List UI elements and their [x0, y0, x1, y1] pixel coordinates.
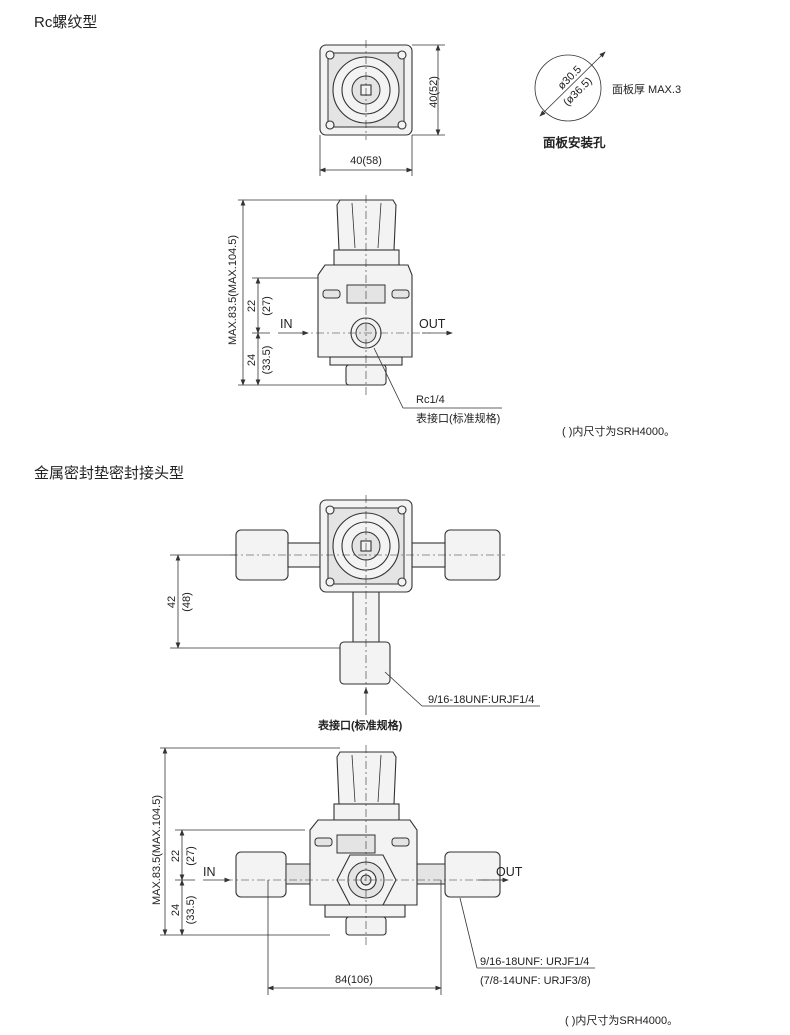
max-height-label-2: MAX.83.5(MAX.104.5) [151, 795, 163, 905]
front-view-2-dimensions [160, 747, 595, 995]
top-view-2-dimensions [170, 554, 540, 715]
section-title-metal-gasket: 金属密封垫密封接头型 [34, 465, 184, 482]
fitting-label: 9/16-18UNF: URJF1/4 [480, 956, 589, 968]
lower-dim: 24 [246, 354, 258, 366]
top-view-dimensions [319, 44, 445, 176]
lower-dim-2: 24 [170, 904, 182, 916]
out-label-2: OUT [496, 865, 523, 879]
upper-dim-2: 22 [170, 850, 182, 862]
lower-dim-alt-2: (33.5) [185, 896, 197, 925]
top-view-regulator-fittings [230, 495, 505, 690]
upper-dim-alt: (27) [261, 296, 273, 316]
front-view-regulator-fittings [225, 745, 505, 945]
front-view-dimensions [238, 199, 502, 409]
fitting-label-alt: (7/8-14UNF: URJF3/8) [480, 975, 591, 987]
width-dim-label-2: 84(106) [335, 974, 373, 986]
out-label: OUT [419, 317, 446, 331]
gauge-fitting-label: 9/16-18UNF:URJF1/4 [428, 694, 534, 706]
front-view-regulator [300, 195, 430, 395]
port-label: Rc1/4 [416, 394, 445, 406]
width-dim-label: 40(58) [350, 155, 382, 167]
section-title-rc: Rc螺纹型 [34, 14, 97, 31]
height-dim-label: 40(52) [428, 76, 440, 108]
panel-hole-caption: 面板安装孔 [543, 135, 606, 150]
note-srh4000-2: ( )内尺寸为SRH4000。 [565, 1013, 678, 1027]
in-label-2: IN [203, 865, 216, 879]
gauge-port-caption: 表接口(标准规格) [317, 718, 403, 732]
top-view-regulator [319, 40, 413, 140]
fitting-dim: 42 [166, 596, 178, 608]
note-srh4000: ( )内尺寸为SRH4000。 [562, 424, 675, 438]
max-height-label: MAX.83.5(MAX.104.5) [227, 235, 239, 345]
upper-dim: 22 [246, 300, 258, 312]
fitting-dim-alt: (48) [181, 592, 193, 612]
port-caption: 表接口(标准规格) [416, 411, 500, 425]
lower-dim-alt: (33.5) [261, 346, 273, 375]
in-label: IN [280, 317, 293, 331]
upper-dim-alt-2: (27) [185, 846, 197, 866]
panel-thickness: 面板厚 MAX.3 [612, 82, 681, 96]
